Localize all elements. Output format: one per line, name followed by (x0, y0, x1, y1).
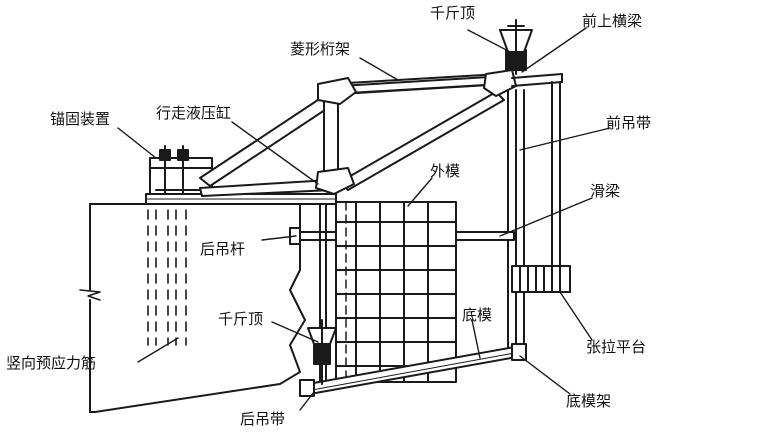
existing-girder-segment (79, 203, 306, 413)
leader-lines (117, 27, 611, 411)
label-rear-hanger-rod: 后吊杆 (200, 240, 246, 258)
label-jack-top: 千斤顶 (430, 4, 476, 22)
anchor-device (145, 145, 337, 205)
tension-platform (511, 265, 571, 293)
rhombic-truss (199, 69, 563, 197)
bottom-form-frame (299, 343, 527, 397)
label-bottom-form-frame: 底模架 (566, 392, 612, 410)
label-rhombic-truss: 菱形桁架 (290, 40, 351, 58)
jack-top-device (499, 19, 533, 75)
label-rear-hanger: 后吊带 (240, 410, 286, 428)
label-tension-platform: 张拉平台 (586, 338, 647, 356)
label-slide-beam: 滑梁 (590, 182, 621, 200)
vertical-prestress-bars (147, 209, 187, 346)
jack-bottom-device (307, 319, 337, 385)
label-anchor-device: 锚固装置 (50, 110, 111, 128)
label-front-upper-beam: 前上横梁 (582, 12, 643, 30)
label-front-hanger: 前吊带 (606, 114, 652, 132)
label-travel-cylinder: 行走液压缸 (156, 104, 232, 122)
label-bottom-formwork: 底模 (462, 306, 493, 324)
label-outer-formwork: 外模 (430, 162, 461, 180)
label-jack-bottom: 千斤顶 (218, 310, 264, 328)
label-vertical-prestress-bar: 竖向预应力筋 (6, 354, 97, 372)
front-hangers (507, 81, 561, 356)
outer-formwork (335, 201, 457, 383)
